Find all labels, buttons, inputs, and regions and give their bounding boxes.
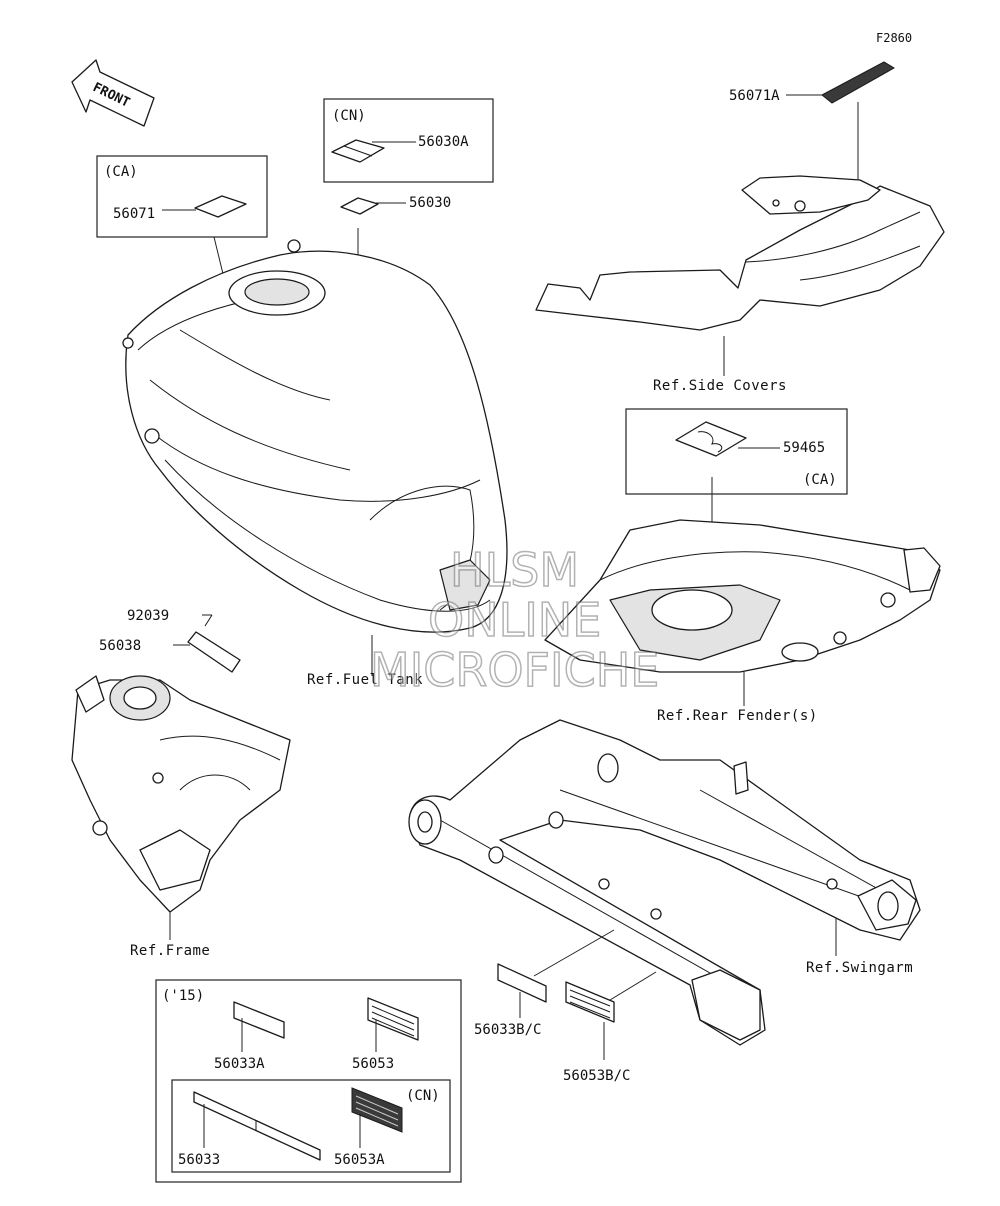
- part-number-59465: 59465: [783, 440, 825, 456]
- part-number-56033A: 56033A: [214, 1056, 265, 1072]
- cn-inner-tag: (CN): [406, 1088, 440, 1104]
- year-15-tag: ('15): [162, 988, 204, 1004]
- part-number-56038: 56038: [99, 638, 141, 654]
- part-number-56053A: 56053A: [334, 1152, 385, 1168]
- watermark-line-2: ONLINE: [428, 593, 601, 647]
- part-number-56071: 56071: [113, 206, 155, 222]
- label-56053BC: [565, 981, 615, 1023]
- part-number-56053BC: 56053B/C: [563, 1068, 630, 1084]
- ref-fuel-tank: Ref.Fuel Tank: [307, 672, 423, 688]
- side-covers: [535, 175, 945, 331]
- label-59465: [675, 421, 747, 457]
- ref-side-covers: Ref.Side Covers: [653, 378, 787, 394]
- figure-code: F2860: [876, 31, 912, 45]
- label-56038: [187, 631, 241, 673]
- ca-tag-tank: (CA): [104, 164, 138, 180]
- fuel-tank: [122, 239, 508, 633]
- label-56053: [367, 997, 419, 1041]
- watermark: HLSM ONLINE MICROFICHE: [369, 542, 660, 698]
- frame: [71, 675, 291, 913]
- part-number-56053: 56053: [352, 1056, 394, 1072]
- cn-inner-box: [171, 1079, 451, 1173]
- watermark-line-3: MICROFICHE: [370, 643, 659, 697]
- label-56033: [193, 1091, 321, 1161]
- ref-swingarm: Ref.Swingarm: [806, 960, 913, 976]
- part-number-56071A: 56071A: [729, 88, 780, 104]
- part-number-56033: 56033: [178, 1152, 220, 1168]
- part-number-56030A: 56030A: [418, 134, 469, 150]
- cn-box-tank: [323, 98, 494, 183]
- rear-fender: [544, 519, 941, 673]
- ref-rear-fender: Ref.Rear Fender(s): [657, 708, 818, 724]
- ca-box-tank: [96, 155, 268, 238]
- label-56071A: [821, 61, 895, 104]
- ca-tag-fender: (CA): [803, 472, 837, 488]
- cn-tag-tank: (CN): [332, 108, 366, 124]
- part-number-56030: 56030: [409, 195, 451, 211]
- label-56033BC: [497, 963, 547, 1003]
- ref-frame: Ref.Frame: [130, 943, 210, 959]
- ca-box-fender: [625, 408, 848, 495]
- label-56053A: [351, 1087, 403, 1133]
- label-56030: [340, 197, 379, 215]
- label-56071: [194, 195, 247, 218]
- part-number-56033BC: 56033B/C: [474, 1022, 541, 1038]
- watermark-line-1: HLSM: [450, 543, 579, 597]
- label-56033A: [233, 1001, 285, 1039]
- part-number-92039: 92039: [127, 608, 169, 624]
- swingarm: [408, 719, 921, 1046]
- front-arrow-icon: FRONT: [71, 59, 155, 127]
- year-15-box: [155, 979, 462, 1183]
